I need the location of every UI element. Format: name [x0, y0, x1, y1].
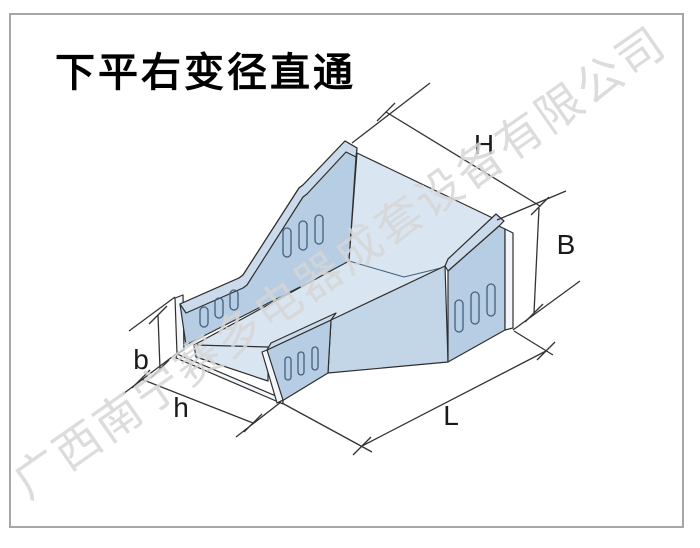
page-title: 下平右变径直通 — [55, 51, 356, 95]
dim-B-line — [533, 207, 540, 314]
small-front-wall-flange — [266, 312, 337, 351]
back-wall-top-flange — [179, 140, 358, 314]
dim-tick — [376, 102, 396, 122]
large-front-wall-flange — [444, 213, 505, 272]
slot — [214, 297, 224, 319]
slot — [297, 351, 305, 376]
dim-b-line — [157, 314, 161, 370]
small-front-wall-cut-edge — [261, 349, 284, 404]
dim-h-line — [140, 378, 254, 424]
slot — [486, 283, 496, 317]
slot — [229, 289, 239, 311]
dimension-label-H: H — [474, 129, 494, 160]
dimension-labels: H B b h L — [133, 129, 575, 431]
slot — [454, 299, 464, 333]
wall-base-fold-line — [348, 260, 446, 278]
dim-B-extension-top — [496, 190, 567, 221]
dim-tick — [148, 305, 168, 325]
dim-H-extension — [351, 82, 431, 144]
slot — [282, 227, 292, 258]
slot — [298, 220, 308, 251]
dimension-lines — [122, 82, 581, 456]
dim-b-extension-top — [128, 296, 176, 332]
dimension-label-L: L — [443, 400, 459, 431]
tray-body — [174, 140, 514, 405]
dim-tick — [352, 436, 372, 456]
dim-L-extension-left — [281, 402, 373, 453]
dim-H-line — [385, 111, 541, 207]
dim-h-extension-right — [235, 401, 282, 438]
dim-tick — [131, 369, 151, 389]
slot — [199, 306, 209, 328]
dimension-label-h: h — [173, 392, 189, 423]
dim-L-line — [361, 350, 547, 447]
perforation-slots — [199, 214, 496, 381]
dim-B-extension-bottom — [512, 280, 581, 331]
slot — [314, 214, 324, 245]
slot — [470, 291, 480, 325]
dim-L-extension-right — [513, 330, 554, 356]
slot — [311, 346, 319, 371]
small-end-interior — [193, 344, 269, 382]
dim-tick — [536, 341, 556, 361]
large-front-wall-cut-edge — [504, 228, 514, 331]
dimension-label-b: b — [133, 344, 149, 375]
slot — [284, 356, 292, 381]
dimension-label-B: B — [557, 229, 576, 260]
dim-tick — [150, 359, 170, 379]
